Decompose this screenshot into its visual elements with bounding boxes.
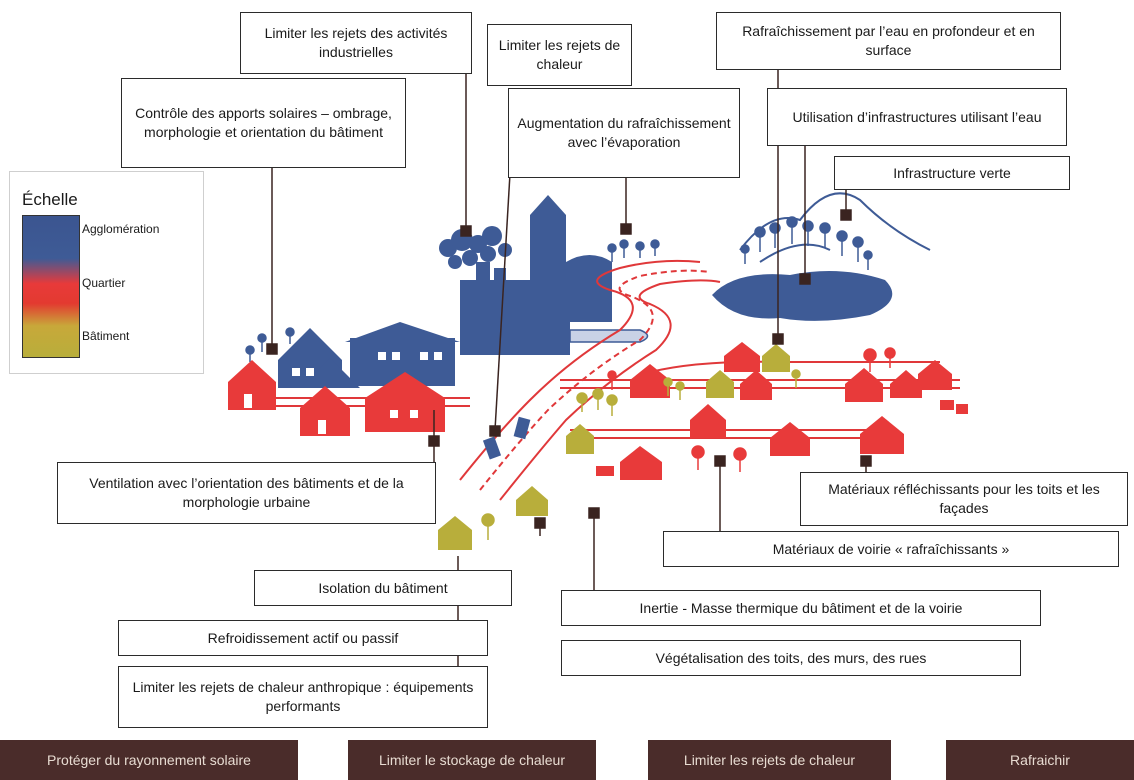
- callout-rafraichissement-eau: Rafraîchissement par l’eau en profondeur…: [716, 12, 1061, 70]
- legend-color-bar: [22, 215, 80, 358]
- legend-title: Échelle: [22, 190, 78, 209]
- blue-trees: [245, 239, 660, 362]
- olive-buildings: [438, 344, 790, 550]
- callout-ventilation: Ventilation avec l’orientation des bâtim…: [57, 462, 436, 524]
- category-button-stockage[interactable]: Limiter le stockage de chaleur: [348, 740, 596, 780]
- category-button-rayonnement[interactable]: Protéger du rayonnement solaire: [0, 740, 298, 780]
- red-houses: [228, 342, 968, 480]
- callout-rejets-industriels: Limiter les rejets des activités industr…: [240, 12, 472, 74]
- callout-isolation: Isolation du bâtiment: [254, 570, 512, 606]
- lake: [712, 271, 893, 321]
- category-button-rejets[interactable]: Limiter les rejets de chaleur: [648, 740, 891, 780]
- legend-item-quartier: Quartier: [82, 276, 126, 290]
- callout-materiaux-voirie: Matériaux de voirie « rafraîchissants »: [663, 531, 1119, 567]
- blue-houses: [278, 322, 460, 388]
- callout-rejets-chaleur: Limiter les rejets de chaleur: [487, 24, 632, 86]
- callout-rejets-anthropiques: Limiter les rejets de chaleur anthropiqu…: [118, 666, 488, 728]
- callout-refroidissement: Refroidissement actif ou passif: [118, 620, 488, 656]
- industrial-zone: [439, 195, 612, 355]
- callout-infrastructure-verte: Infrastructure verte: [834, 156, 1070, 190]
- scale-legend: Échelle Agglomération Quartier Bâtiment: [9, 171, 204, 374]
- callout-infrastructures-eau: Utilisation d’infrastructures utilisant …: [767, 88, 1067, 146]
- legend-item-batiment: Bâtiment: [82, 329, 130, 343]
- callout-vegetalisation: Végétalisation des toits, des murs, des …: [561, 640, 1021, 676]
- callout-materiaux-reflechissants: Matériaux réfléchissants pour les toits …: [800, 472, 1128, 526]
- callout-evaporation: Augmentation du rafraîchissement avec l’…: [508, 88, 740, 178]
- hills: [739, 192, 931, 263]
- category-button-rafraichir[interactable]: Rafraichir: [946, 740, 1134, 780]
- callout-inertie: Inertie - Masse thermique du bâtiment et…: [561, 590, 1041, 626]
- callout-apports-solaires: Contrôle des apports solaires – ombrage,…: [121, 78, 406, 168]
- legend-item-agglomeration: Agglomération: [82, 222, 160, 236]
